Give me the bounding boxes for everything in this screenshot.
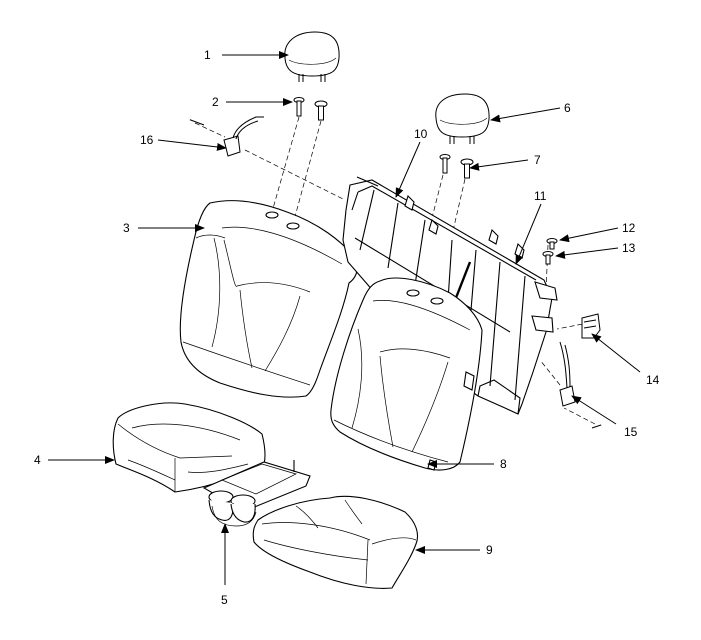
headrest-left bbox=[284, 31, 340, 82]
leader-lines bbox=[48, 51, 641, 585]
seat-back-left bbox=[179, 200, 358, 398]
callout-15: 15 bbox=[624, 425, 638, 439]
callout-11: 11 bbox=[534, 189, 547, 203]
callout-10: 10 bbox=[414, 127, 428, 141]
seat-cushion-left bbox=[112, 402, 266, 493]
clip bbox=[546, 238, 558, 250]
latch-right bbox=[559, 341, 605, 429]
callout-14: 14 bbox=[646, 373, 660, 387]
callout-13: 13 bbox=[622, 241, 636, 255]
callout-5: 5 bbox=[221, 593, 228, 607]
callout-2: 2 bbox=[212, 95, 219, 109]
callout-8: 8 bbox=[500, 457, 507, 471]
callout-12: 12 bbox=[622, 221, 636, 235]
armrest-cupholder bbox=[202, 456, 311, 527]
seat-cushion-right bbox=[252, 495, 419, 589]
bolt bbox=[542, 251, 554, 265]
callout-3: 3 bbox=[123, 221, 130, 235]
callout-labels: 1 2 3 4 5 6 7 8 9 10 11 12 13 14 15 16 bbox=[34, 48, 660, 607]
callout-1: 1 bbox=[204, 48, 211, 62]
latch-left bbox=[186, 116, 264, 157]
callout-4: 4 bbox=[34, 453, 41, 467]
headrest-right bbox=[435, 93, 490, 144]
headrest-guide-left bbox=[293, 97, 328, 121]
callout-16: 16 bbox=[140, 133, 154, 147]
hinge-bracket bbox=[581, 313, 629, 339]
callout-7: 7 bbox=[534, 153, 541, 167]
callout-9: 9 bbox=[486, 543, 493, 557]
headrest-guide-right bbox=[439, 154, 474, 179]
callout-6: 6 bbox=[564, 101, 571, 115]
seat-back-right bbox=[330, 277, 483, 471]
